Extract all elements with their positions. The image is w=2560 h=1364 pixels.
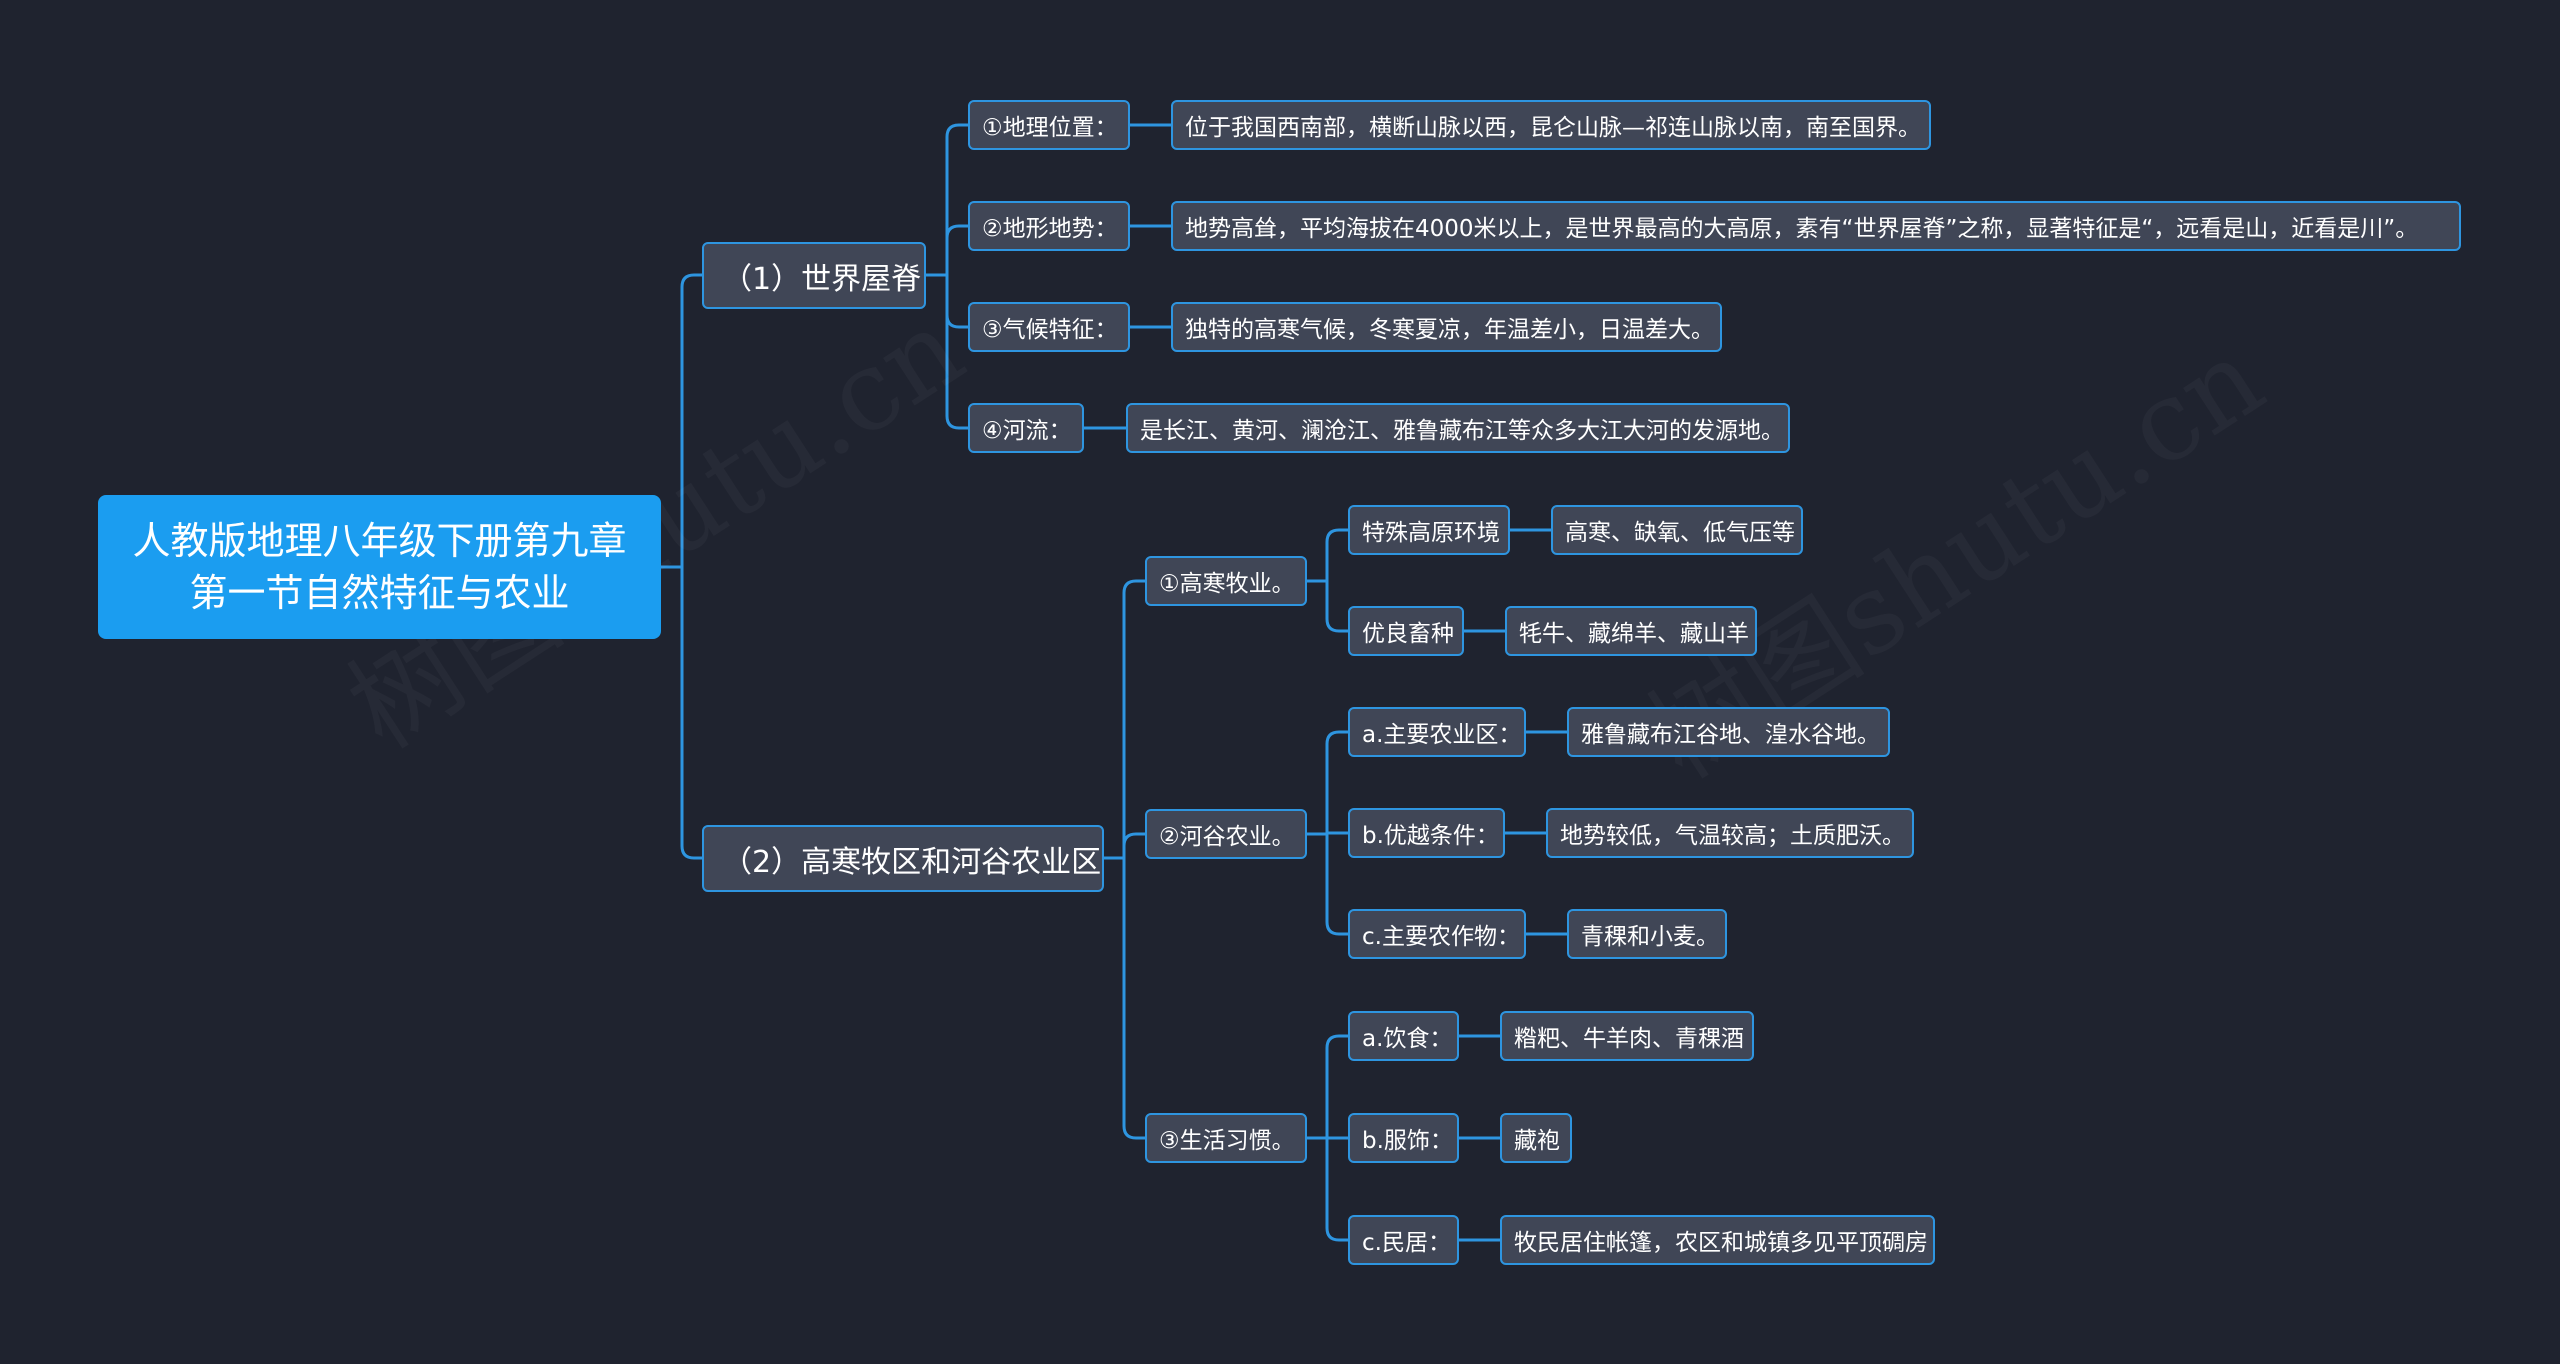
connector-line [1122, 579, 1147, 860]
terrain-value[interactable]: 地势高耸，平均海拔在4000米以上，是世界最高的大高原，素有“世界屋脊”之称，显… [1171, 201, 2461, 251]
main-crops-value[interactable]: 青稞和小麦。 [1567, 909, 1727, 959]
fine-breeds-label[interactable]: 优良畜种 [1348, 606, 1464, 656]
branch-world-roof[interactable]: （1）世界屋脊 [702, 242, 926, 309]
special-environment-value[interactable]: 高寒、缺氧、低气压等 [1551, 505, 1803, 555]
connector-line [1325, 1136, 1350, 1242]
connector-line [1325, 832, 1350, 936]
rivers-label[interactable]: ④河流： [968, 403, 1084, 453]
main-agri-area-label[interactable]: a.主要农业区： [1348, 707, 1526, 757]
clothing-label[interactable]: b.服饰： [1348, 1113, 1459, 1163]
main-agri-area-value[interactable]: 雅鲁藏布江谷地、湟水谷地。 [1567, 707, 1890, 757]
connector-line [1325, 579, 1350, 633]
connector-line [680, 565, 704, 860]
favorable-conditions-label[interactable]: b.优越条件： [1348, 808, 1505, 858]
rivers-value[interactable]: 是长江、黄河、澜沧江、雅鲁藏布江等众多大江大河的发源地。 [1126, 403, 1790, 453]
connector-line [945, 273, 970, 329]
special-environment-label[interactable]: 特殊高原环境 [1348, 505, 1510, 555]
connector-line [1325, 528, 1350, 583]
diet-label[interactable]: a.饮食： [1348, 1011, 1459, 1061]
branch-alpine-pasture-valley-agriculture[interactable]: （2）高寒牧区和河谷农业区 [702, 825, 1104, 892]
root-topic[interactable]: 人教版地理八年级下册第九章 第一节自然特征与农业 [98, 495, 661, 639]
connector-line [1122, 856, 1147, 1140]
living-habits[interactable]: ③生活习惯。 [1145, 1113, 1307, 1163]
connector-line [1325, 730, 1350, 836]
climate-value[interactable]: 独特的高寒气候，冬寒夏凉，年温差小，日温差大。 [1171, 302, 1722, 352]
climate-label[interactable]: ③气候特征： [968, 302, 1130, 352]
fine-breeds-value[interactable]: 牦牛、藏绵羊、藏山羊 [1505, 606, 1757, 656]
favorable-conditions-value[interactable]: 地势较低，气温较高；土质肥沃。 [1546, 808, 1914, 858]
diet-value[interactable]: 糌粑、牛羊肉、青稞酒 [1500, 1011, 1754, 1061]
housing-label[interactable]: c.民居： [1348, 1215, 1459, 1265]
root-title-line2: 第一节自然特征与农业 [189, 571, 570, 615]
root-title-line1: 人教版地理八年级下册第九章 [132, 519, 627, 563]
clothing-value[interactable]: 藏袍 [1500, 1113, 1572, 1163]
main-crops-label[interactable]: c.主要农作物： [1348, 909, 1526, 959]
terrain-label[interactable]: ②地形地势： [968, 201, 1130, 251]
connector-line [945, 273, 970, 430]
alpine-herding[interactable]: ①高寒牧业。 [1145, 556, 1307, 606]
connector-line [1325, 1034, 1350, 1140]
geo-location-label[interactable]: ①地理位置： [968, 100, 1130, 150]
connector-line [945, 123, 970, 277]
connector-line [945, 224, 970, 277]
connector-line [1122, 832, 1147, 860]
housing-value[interactable]: 牧民居住帐篷，农区和城镇多见平顶碉房 [1500, 1215, 1935, 1265]
valley-agriculture[interactable]: ②河谷农业。 [1145, 809, 1307, 859]
connector-line [680, 273, 704, 569]
geo-location-value[interactable]: 位于我国西南部，横断山脉以西，昆仑山脉—祁连山脉以南，南至国界。 [1171, 100, 1931, 150]
